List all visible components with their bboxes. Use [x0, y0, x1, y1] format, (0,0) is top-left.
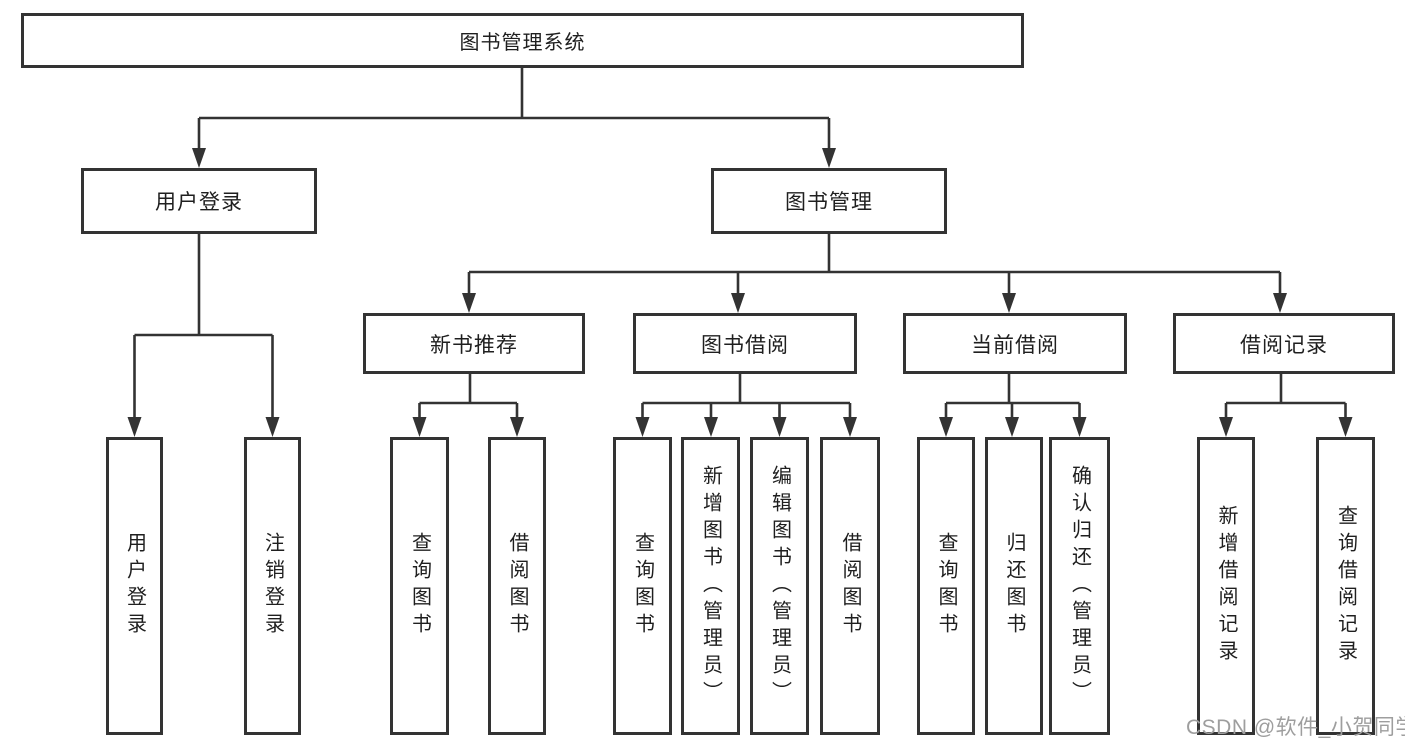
- node-book-borrowing-label: 图书借阅: [701, 333, 789, 357]
- leaf-query-books-borrowing: 查询图书: [613, 437, 672, 735]
- leaf-return-book-label: 归还图书: [1003, 532, 1025, 640]
- leaf-confirm-return-admin: 确认归还（管理员）: [1049, 437, 1110, 735]
- leaf-add-borrow-record-label: 新增借阅记录: [1215, 505, 1237, 667]
- leaf-query-books-current-label: 查询图书: [935, 532, 957, 640]
- leaf-query-books-current: 查询图书: [917, 437, 975, 735]
- leaf-query-books-recommend-label: 查询图书: [408, 532, 431, 640]
- node-user-login-label: 用户登录: [155, 191, 243, 214]
- csdn-watermark: CSDN @软件_小贺同学: [1186, 716, 1405, 739]
- leaf-logout: 注销登录: [244, 437, 301, 735]
- leaf-add-book-admin: 新增图书（管理员）: [681, 437, 740, 735]
- leaf-edit-book-admin: 编辑图书（管理员）: [750, 437, 809, 735]
- leaf-return-book: 归还图书: [985, 437, 1043, 735]
- node-new-book-recommend: 新书推荐: [363, 313, 585, 374]
- leaf-borrow-books-borrowing-label: 借阅图书: [839, 532, 861, 640]
- leaf-query-books-borrowing-label: 查询图书: [631, 532, 654, 640]
- leaf-borrow-books-borrowing: 借阅图书: [820, 437, 880, 735]
- node-root: 图书管理系统: [21, 13, 1024, 68]
- node-current-borrowing-label: 当前借阅: [971, 333, 1059, 357]
- leaf-borrow-books-recommend: 借阅图书: [488, 437, 546, 735]
- leaf-logout-label: 注销登录: [261, 532, 284, 640]
- node-user-login: 用户登录: [81, 168, 317, 234]
- leaf-add-book-admin-label: 新增图书（管理员）: [699, 464, 722, 708]
- leaf-query-books-recommend: 查询图书: [390, 437, 449, 735]
- leaf-query-borrow-record-label: 查询借阅记录: [1334, 505, 1357, 667]
- leaf-borrow-books-recommend-label: 借阅图书: [506, 532, 528, 640]
- node-borrowing-records: 借阅记录: [1173, 313, 1395, 374]
- node-new-book-recommend-label: 新书推荐: [430, 333, 518, 357]
- leaf-add-borrow-record: 新增借阅记录: [1197, 437, 1255, 735]
- node-root-label: 图书管理系统: [459, 32, 586, 54]
- node-borrowing-records-label: 借阅记录: [1240, 333, 1328, 357]
- node-book-management: 图书管理: [711, 168, 947, 234]
- leaf-user-login: 用户登录: [106, 437, 163, 735]
- node-current-borrowing: 当前借阅: [903, 313, 1127, 374]
- leaf-query-borrow-record: 查询借阅记录: [1316, 437, 1375, 735]
- leaf-user-login-label: 用户登录: [123, 532, 146, 640]
- leaf-confirm-return-admin-label: 确认归还（管理员）: [1068, 464, 1091, 708]
- node-book-management-label: 图书管理: [785, 191, 873, 214]
- leaf-edit-book-admin-label: 编辑图书（管理员）: [768, 464, 791, 708]
- node-book-borrowing: 图书借阅: [633, 313, 857, 374]
